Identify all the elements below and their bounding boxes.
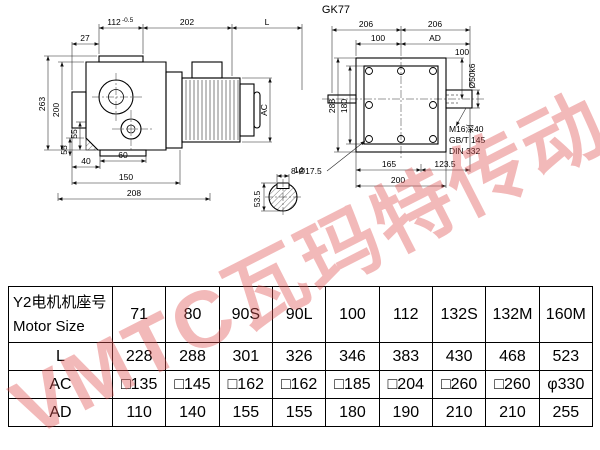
- value-cell: □185: [325, 370, 380, 399]
- dim-123-5-label: 123.5: [434, 159, 456, 169]
- table-row-AC: AC □135 □145 □162 □162 □185 □204 □260 □2…: [8, 370, 594, 399]
- value-cell: □145: [165, 370, 220, 399]
- dim-60-label: 60: [118, 150, 128, 160]
- value-cell: 301: [218, 342, 273, 371]
- table-row-L: L 228 288 301 326 346 383 430 468 523: [8, 342, 594, 371]
- dim-14-label: 14: [294, 165, 304, 175]
- value-cell: 523: [538, 342, 594, 371]
- value-cell: 155: [218, 398, 273, 427]
- rear-view-labels: 206 206 100 AD 100 Ø50k6 288 180 165 123…: [291, 19, 485, 185]
- dim-L-label: L: [265, 17, 270, 27]
- dim-bolt-holes-label: 8-Ø17.5: [291, 166, 322, 176]
- value-cell: 326: [271, 342, 327, 371]
- rear-view: 206 206 100 AD 100 Ø50k6 288 180 165 123…: [291, 19, 486, 188]
- dim-55-lower-label: 55: [59, 145, 69, 155]
- dim-112-tol-label: -0.5: [122, 17, 134, 24]
- shaft-section-labels: 14 53.5: [252, 165, 304, 207]
- rear-view-centerlines: [322, 48, 486, 160]
- value-cell: 346: [325, 342, 380, 371]
- motor-fins: [185, 80, 239, 140]
- value-cell: □162: [271, 370, 327, 399]
- note-thread-label: M16深40: [449, 124, 484, 134]
- dim-AD-label: AD: [429, 33, 441, 43]
- table-header-row: Y2电机机座号 Motor Size 71 80 90S 90L 100 112…: [8, 286, 594, 343]
- value-cell: 180: [325, 398, 380, 427]
- dim-288-label: 288: [327, 99, 337, 113]
- shaft-section-centerlines: [265, 179, 301, 215]
- shaft-section-view: 14 53.5: [252, 165, 304, 215]
- dim-40-label: 40: [81, 156, 91, 166]
- left-view-centerlines: [92, 73, 152, 150]
- note-din-label: DIN 332: [449, 146, 480, 156]
- motor-size-cell: 90S: [218, 286, 273, 343]
- motor-size-label-cn: Y2电机机座号: [13, 294, 107, 312]
- output-bores: [98, 79, 142, 140]
- section-hatch: [85, 137, 99, 151]
- value-cell: 140: [165, 398, 220, 427]
- left-view-dimension-lines: [44, 24, 303, 201]
- value-cell: 255: [538, 398, 594, 427]
- motor-size-cell: 132S: [431, 286, 487, 343]
- dim-100-right-label: 100: [455, 47, 469, 57]
- dim-200-bottom-label: 200: [391, 175, 405, 185]
- motor-size-label-en: Motor Size: [13, 317, 85, 335]
- motor-size-cell: 132M: [485, 286, 540, 343]
- value-cell: φ330: [538, 370, 594, 399]
- value-cell: 228: [111, 342, 167, 371]
- dim-112-label: 112: [107, 17, 121, 27]
- dim-206-right-label: 206: [428, 19, 442, 29]
- motor-size-cell: 80: [165, 286, 220, 343]
- value-cell: 190: [378, 398, 433, 427]
- left-view: 112 -0.5 202 L 27 263 200 55 55 60 40 15…: [37, 17, 303, 201]
- value-cell: □162: [218, 370, 273, 399]
- dimension-table: Y2电机机座号 Motor Size 71 80 90S 90L 100 112…: [8, 286, 594, 427]
- shaft-section-dimension-lines: [261, 174, 290, 212]
- note-gb-label: GB/T 145: [449, 135, 485, 145]
- row-label-AD: AD: [8, 398, 113, 427]
- motor-size-cell: 71: [111, 286, 167, 343]
- technical-drawing: GK77: [37, 4, 486, 215]
- dim-165-label: 165: [382, 159, 396, 169]
- left-view-labels: 112 -0.5 202 L 27 263 200 55 55 60 40 15…: [37, 17, 270, 198]
- dim-27-label: 27: [80, 33, 90, 43]
- value-cell: 110: [111, 398, 167, 427]
- dim-208-label: 208: [127, 188, 141, 198]
- table-row-AD: AD 110 140 155 155 180 190 210 210 255: [8, 398, 594, 427]
- value-cell: 430: [431, 342, 487, 371]
- value-cell: □260: [485, 370, 540, 399]
- tapped-hole: [446, 94, 458, 104]
- row-label-L: L: [8, 342, 113, 371]
- motor-size-cell: 90L: [271, 286, 327, 343]
- left-view-geometry: [71, 55, 261, 157]
- motor-size-cell: 112: [378, 286, 433, 343]
- value-cell: 155: [271, 398, 327, 427]
- value-cell: 210: [431, 398, 487, 427]
- rear-view-geometry: [327, 57, 473, 153]
- drawing-title: GK77: [322, 4, 350, 16]
- motor-size-cell: 160M: [538, 286, 594, 343]
- value-cell: 383: [378, 342, 433, 371]
- dim-shaft-diameter-label: Ø50k6: [467, 63, 477, 88]
- dim-180-label: 180: [339, 99, 349, 113]
- value-cell: □204: [378, 370, 433, 399]
- dim-55-upper-label: 55: [69, 129, 79, 139]
- bolt-holes: [365, 67, 437, 143]
- dim-150-label: 150: [119, 172, 133, 182]
- dim-200-label: 200: [51, 103, 61, 117]
- motor-size-cell: 100: [325, 286, 380, 343]
- dim-AC-label: AC: [259, 104, 269, 116]
- motor-size-header-cell: Y2电机机座号 Motor Size: [8, 286, 113, 343]
- row-label-AC: AC: [8, 370, 113, 399]
- value-cell: 468: [485, 342, 540, 371]
- value-cell: □135: [111, 370, 167, 399]
- rear-view-dimension-lines: [326, 26, 480, 188]
- dim-202-label: 202: [180, 17, 194, 27]
- dim-206-left-label: 206: [359, 19, 373, 29]
- value-cell: 210: [485, 398, 540, 427]
- dim-263-label: 263: [37, 97, 47, 111]
- value-cell: □260: [431, 370, 487, 399]
- value-cell: 288: [165, 342, 220, 371]
- dim-53-5-label: 53.5: [252, 190, 262, 207]
- dim-100-top-label: 100: [371, 33, 385, 43]
